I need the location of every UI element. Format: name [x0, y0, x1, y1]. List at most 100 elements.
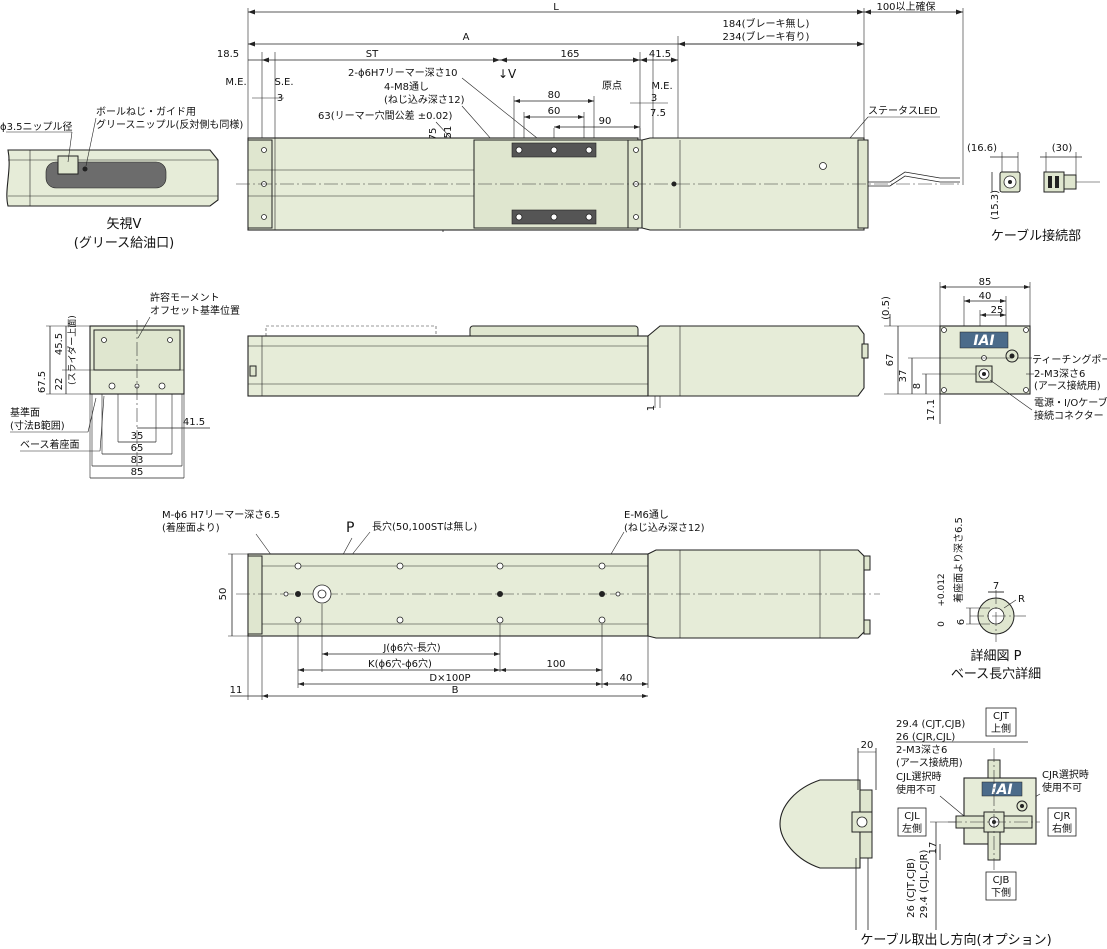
note-reamer-65-2: (着座面より): [162, 521, 220, 534]
dim-85-end: 85: [979, 277, 992, 288]
front-end-view: 67.5 45.5 (スライダー上面) 22 許容モーメント オフセット基準位置…: [10, 291, 240, 479]
note-teaching-port: ティーチングポート: [1032, 353, 1107, 366]
label-cjl: CJL: [904, 811, 920, 822]
option-dim-17: 17: [928, 842, 939, 855]
note-m3: 2-M3深さ6: [1034, 368, 1085, 380]
dim-67: 67: [885, 354, 896, 367]
cable-option: 20 29.4 (CJT,CJB) 26 (CJR,CJL) CJT 上側 2-…: [779, 707, 1089, 948]
actuator-body-side: [247, 335, 649, 397]
note-status-led: ステータスLED: [868, 105, 938, 117]
option-v-26: 26 (CJT,CJB): [906, 858, 917, 918]
dim-75: 75: [428, 128, 439, 141]
dim-90: 90: [599, 116, 612, 127]
label-cjt: CJT: [993, 711, 1010, 722]
iai-logo-option: IAI: [991, 782, 1012, 798]
label-me-right: M.E.: [651, 81, 672, 92]
view-v-marker: ↓V: [498, 67, 517, 81]
note-m8-depth: (ねじ込み深さ12): [384, 94, 465, 106]
label-cjt-side: 上側: [991, 722, 1011, 735]
dim-41-5: 41.5: [649, 49, 671, 60]
label-cjr-side: 右側: [1052, 822, 1072, 835]
dim-15-3: (15.3): [990, 190, 1001, 220]
label-cjb: CJB: [993, 875, 1010, 886]
dim-83: 83: [131, 455, 144, 466]
label-cjl-side: 左側: [902, 822, 922, 835]
dim-brake-none: 184(ブレーキ無し): [723, 17, 810, 30]
detail-depth-note: 着座面より深さ6.5: [952, 517, 965, 603]
note-slot: 長穴(50,100STは無し): [372, 520, 477, 533]
dim-clearance: 100以上確保: [876, 0, 935, 13]
note-nipple: ϕ3.5ニップル径: [0, 120, 73, 133]
motor-end-view: 85 40 25 IAI (0.5) 67 37 8 17.1 ティーチングポー…: [881, 277, 1107, 424]
note-base-face: ベース着座面: [20, 438, 80, 451]
label-cjr: CJR: [1054, 811, 1071, 822]
top-view: L 100以上確保 A 184(ブレーキ無し) 234(ブレーキ有り) 18.5…: [217, 0, 964, 232]
dim-k: K(ϕ6穴-ϕ6穴): [368, 657, 432, 670]
detail-dim-6: 6: [956, 619, 967, 625]
cable-option-title: ケーブル取出し方向(オプション): [860, 932, 1051, 948]
dim-25: 25: [991, 305, 1004, 316]
dim-3-right: 3: [651, 93, 657, 104]
note-ballscrew: ボールねじ・ガイド用: [96, 106, 196, 118]
option-cjl-note: CJL選択時: [896, 770, 942, 783]
dim-7-5: 7.5: [650, 108, 666, 119]
dim-80: 80: [548, 90, 561, 101]
dim-8: 8: [912, 383, 923, 389]
dim-85: 85: [131, 467, 144, 478]
option-cjr-note: CJR選択時: [1042, 768, 1089, 781]
note-m8: 4-M8通し: [384, 81, 429, 93]
dim-j: J(ϕ6穴-長穴): [382, 641, 440, 654]
dim-22: 22: [54, 378, 65, 391]
detail-dim-7: 7: [993, 581, 999, 592]
dim-L: L: [553, 2, 559, 13]
option-dim-20: 20: [861, 740, 874, 751]
dim-45-5: 45.5: [54, 333, 65, 355]
view-v-title: 矢視V: [107, 217, 142, 232]
dim-41-5-front: 41.5: [183, 417, 205, 428]
motor-housing-side: [647, 325, 865, 397]
dim-60: 60: [548, 106, 561, 117]
view-v-subtitle: (グリース給油口): [74, 236, 175, 251]
side-view: 1: [247, 325, 869, 411]
note-ref-face: 基準面: [10, 406, 40, 419]
dim-3-left: 3: [277, 93, 283, 104]
label-me-left: M.E.: [225, 77, 246, 88]
option-cjr-note-2: 使用不可: [1042, 781, 1082, 794]
bottom-view: M-ϕ6 H7リーマー深さ6.5 (着座面より) P 長穴(50,100STは無…: [162, 509, 880, 700]
option-earth: (アース接続用): [896, 756, 963, 769]
note-power-connector: 接続コネクター: [1034, 409, 1104, 422]
view-v: ϕ3.5ニップル径 ボールねじ・ガイド用 グリースニップル(反対側も同様) 矢視…: [0, 106, 243, 251]
dim-40-bottom: 40: [620, 673, 633, 684]
dim-165: 165: [560, 49, 579, 60]
dim-11: 11: [230, 685, 243, 696]
note-slider-top: (スライダー上面): [66, 315, 78, 385]
option-cjl-note-2: 使用不可: [896, 783, 936, 796]
label-se: S.E.: [274, 77, 293, 88]
note-e-m6-2: (ねじ込み深さ12): [624, 522, 705, 534]
detail-p: 7 R 6 +0.012 0 着座面より深さ6.5 詳細図 P ベース長穴詳細: [937, 517, 1041, 682]
note-e-m6: E-M6通し: [624, 509, 669, 521]
note-reamer-65: M-ϕ6 H7リーマー深さ6.5: [162, 509, 280, 521]
label-p: P: [346, 520, 354, 536]
note-moment-2: オフセット基準位置: [150, 304, 240, 317]
dim-37: 37: [898, 370, 909, 383]
detail-p-title: 詳細図 P: [971, 648, 1022, 664]
cable-connection: (16.6) (30) (15.3) ケーブル接続部: [967, 143, 1100, 244]
note-reamer: 2-ϕ6H7リーマー深さ10: [348, 67, 458, 79]
dim-50: 50: [218, 588, 229, 601]
dim-17-1: 17.1: [926, 399, 937, 421]
detail-p-subtitle: ベース長穴詳細: [951, 666, 1041, 682]
dim-16-6: (16.6): [967, 143, 997, 154]
label-cjb-side: 下側: [991, 886, 1011, 899]
detail-tol-zero: 0: [937, 621, 947, 627]
note-earth: (アース接続用): [1034, 379, 1101, 392]
option-26: 26 (CJR,CJL): [896, 732, 955, 743]
detail-r: R: [1018, 594, 1025, 605]
dim-b: B: [452, 685, 459, 696]
cable-connection-title: ケーブル接続部: [991, 228, 1081, 244]
dim-100: 100: [546, 659, 565, 670]
dim-35: 35: [131, 431, 144, 442]
dim-30: (30): [1052, 143, 1073, 154]
option-v-29-4: 29.4 (CJL,CJR): [919, 849, 930, 918]
